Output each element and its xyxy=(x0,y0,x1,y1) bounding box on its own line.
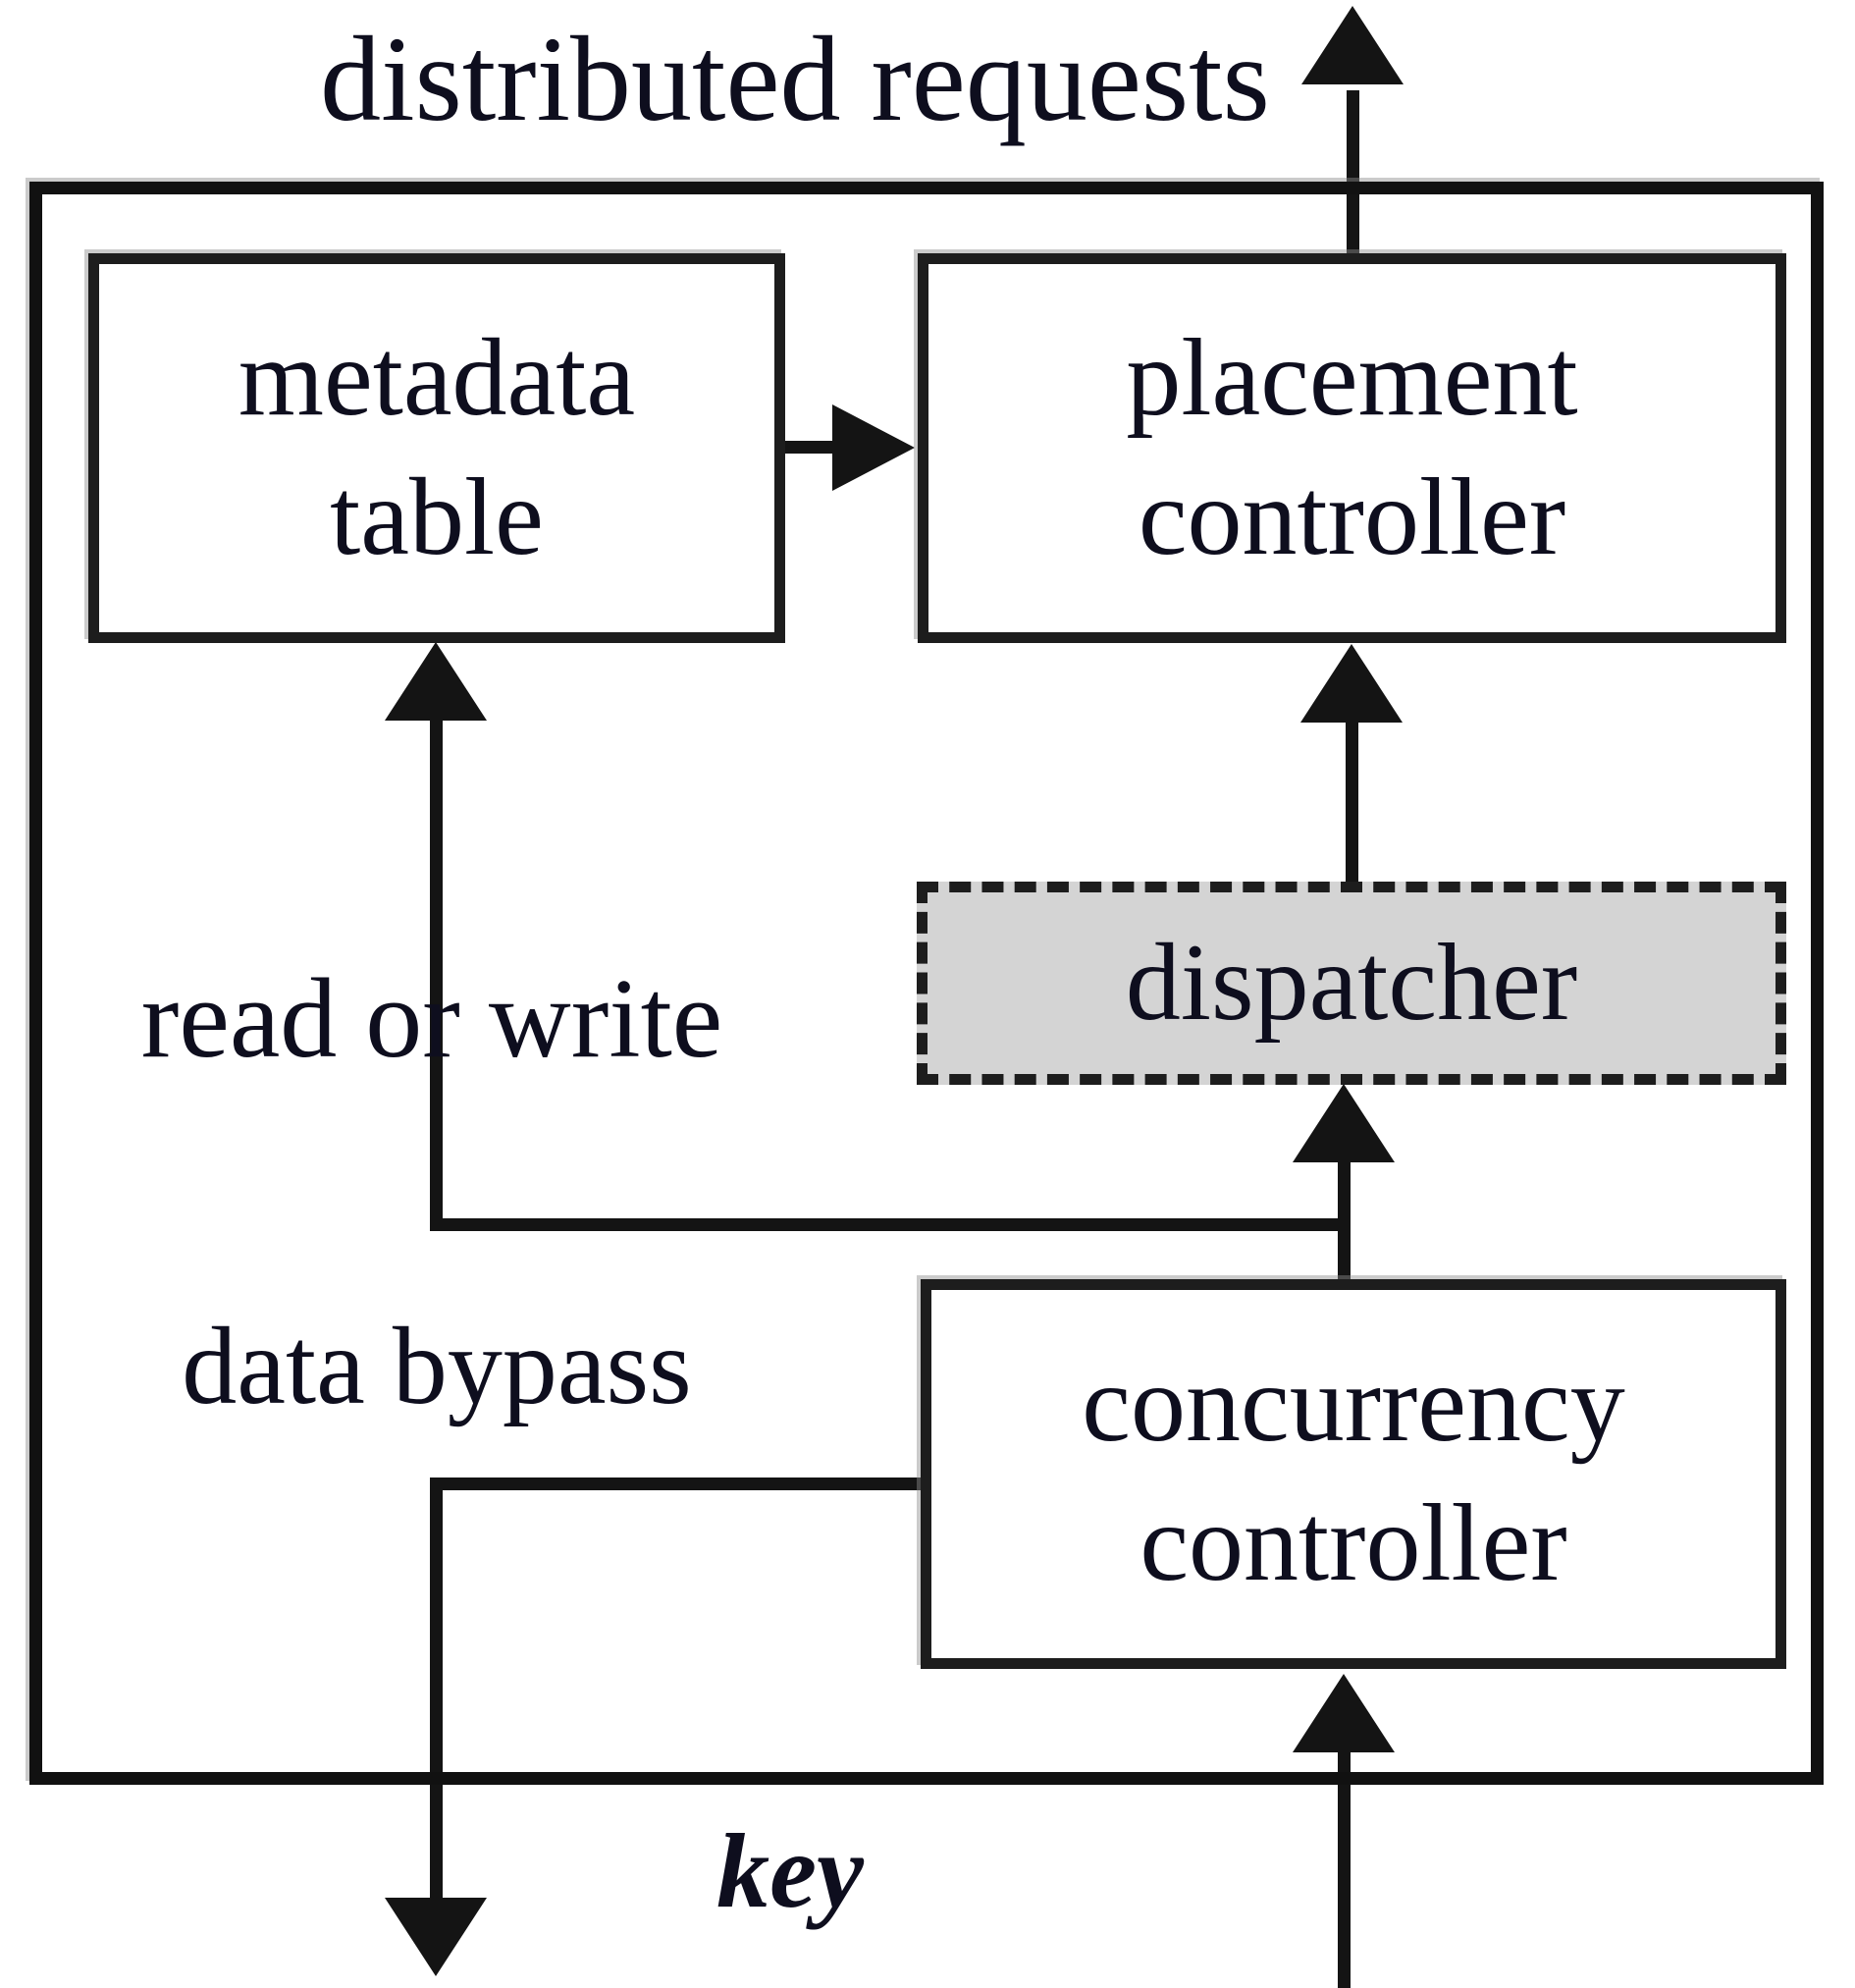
arrowhead-right-placement xyxy=(832,404,915,491)
metadata-table-label-line2: table xyxy=(330,456,544,578)
edge-key-input xyxy=(1338,1750,1351,1988)
metadata-table-label-line1: metadata xyxy=(238,317,636,440)
dispatcher-box: dispatcher xyxy=(917,882,1786,1085)
metadata-table-box: metadata table xyxy=(88,253,785,643)
edge-placement-to-output xyxy=(1347,90,1359,259)
edge-dispatcher-to-placement xyxy=(1346,719,1358,886)
dispatcher-label: dispatcher xyxy=(1125,921,1578,1044)
edge-data-bypass-vertical xyxy=(430,1478,443,1902)
concurrency-controller-label-line2: controller xyxy=(1140,1481,1567,1604)
arrowhead-up-distributed-requests xyxy=(1301,6,1404,84)
edge-metadata-to-placement xyxy=(783,441,838,454)
arrowhead-up-metadata xyxy=(385,642,487,721)
placement-controller-box: placement controller xyxy=(918,253,1786,643)
concurrency-controller-label-line1: concurrency xyxy=(1082,1343,1625,1466)
arrowhead-up-placement xyxy=(1300,644,1403,723)
placement-controller-label-line2: controller xyxy=(1138,456,1566,578)
concurrency-controller-box: concurrency controller xyxy=(921,1279,1786,1669)
placement-controller-label-line1: placement xyxy=(1126,317,1578,440)
arrowhead-up-dispatcher xyxy=(1293,1084,1395,1162)
outer-system-box xyxy=(29,182,1824,1785)
key-label: key xyxy=(716,1813,864,1930)
arrowhead-up-concurrency xyxy=(1293,1674,1395,1752)
arrowhead-down-data-bypass xyxy=(385,1898,487,1976)
edge-branch-horizontal xyxy=(436,1218,1351,1231)
data-bypass-label: data bypass xyxy=(182,1306,692,1427)
read-or-write-label: read or write xyxy=(140,956,723,1082)
distributed-requests-label: distributed requests xyxy=(320,12,1270,146)
edge-data-bypass-horizontal xyxy=(430,1478,926,1490)
edge-read-or-write xyxy=(430,717,443,1231)
